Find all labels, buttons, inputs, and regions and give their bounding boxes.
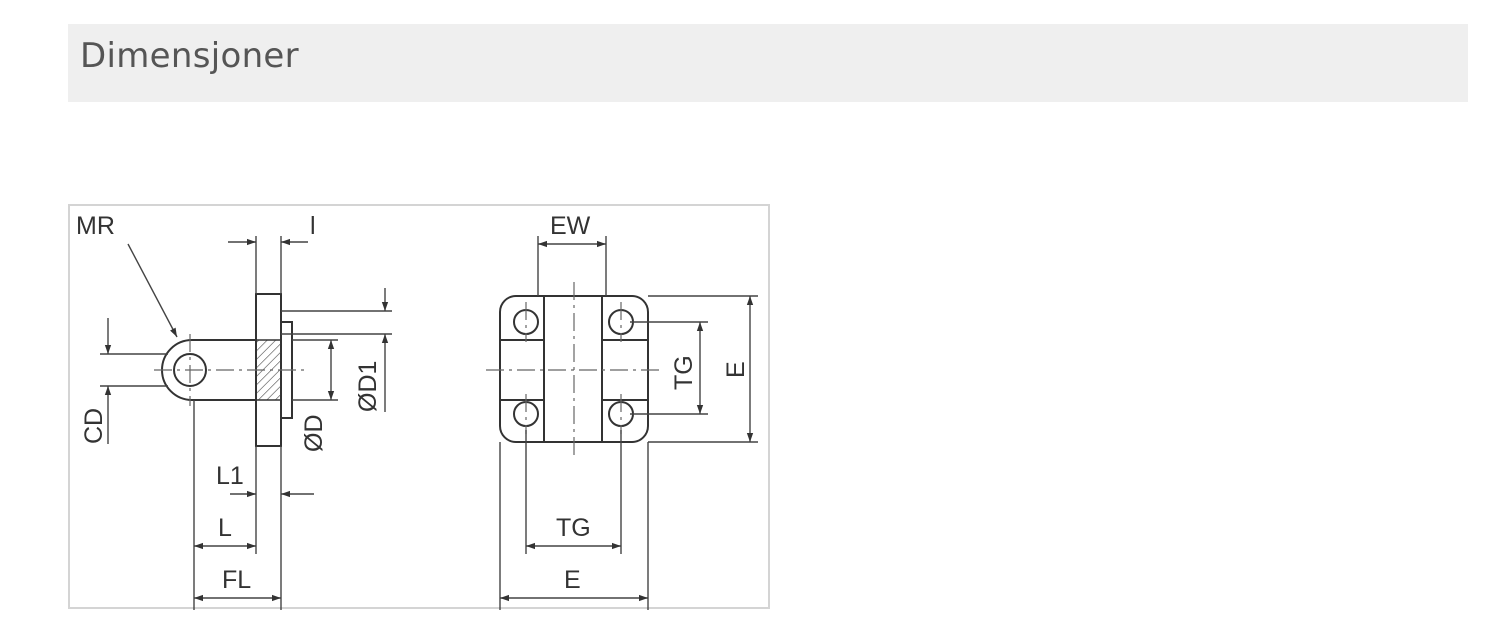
pin-hole xyxy=(173,353,207,387)
label-l: L xyxy=(218,514,232,542)
label-e-vertical: E xyxy=(722,361,750,378)
dimension-drawing: MR l CD ØD ØD1 L1 L FL xyxy=(68,204,770,610)
label-d: ØD xyxy=(300,415,328,453)
label-e-horizontal: E xyxy=(564,566,581,594)
label-cd: CD xyxy=(80,408,108,444)
mr-leader xyxy=(127,243,178,338)
label-ew: EW xyxy=(550,212,591,240)
front-view: EW TG E TG E xyxy=(486,212,758,610)
section-title: Dimensjoner xyxy=(80,36,299,76)
section-header: Dimensjoner xyxy=(68,24,1468,102)
label-fl: FL xyxy=(222,566,251,594)
label-tg-horizontal: TG xyxy=(556,514,591,542)
technical-drawing: MR l CD ØD ØD1 L1 L FL xyxy=(76,212,758,610)
label-d1: ØD1 xyxy=(354,361,382,412)
label-tg-vertical: TG xyxy=(670,355,698,390)
label-mr: MR xyxy=(76,212,115,240)
side-view: MR l CD ØD ØD1 L1 L FL xyxy=(76,212,392,610)
label-l1: L1 xyxy=(216,462,244,490)
label-l: l xyxy=(310,212,316,240)
